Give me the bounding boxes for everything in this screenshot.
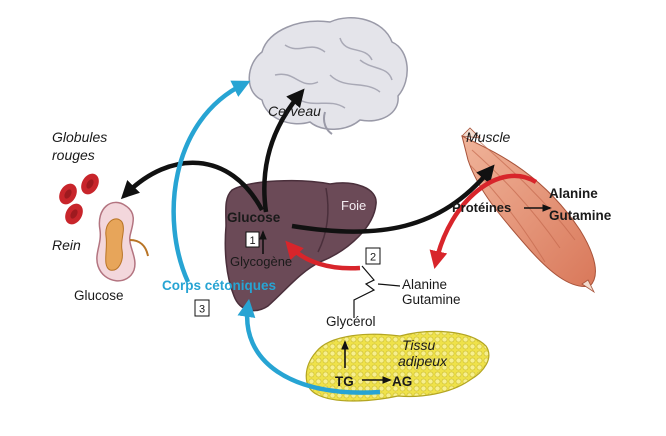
black-arrows	[120, 88, 495, 234]
svg-text:1: 1	[249, 235, 255, 247]
label-rein: Rein	[52, 237, 81, 253]
label-glycerol: Glycérol	[326, 314, 376, 329]
arrow-liver-to-red-cells	[120, 160, 264, 212]
label-tg: TG	[335, 374, 354, 389]
label-glycogene: Glycogène	[230, 254, 292, 269]
label-rouges: rouges	[52, 147, 95, 163]
label-corps-cetoniques: Corps cétoniques	[162, 278, 276, 293]
arrow-ketones-to-brain	[171, 80, 251, 283]
kidney-icon	[96, 201, 149, 282]
label-alanine-right: Alanine	[549, 186, 598, 201]
label-glucose-kidney: Glucose	[74, 288, 124, 303]
glycerol-bracket	[353, 265, 401, 318]
arrow-liver-to-muscle	[291, 164, 495, 234]
label-adipeux: adipeux	[398, 353, 448, 369]
adipose-tissue-icon	[305, 330, 490, 402]
svg-text:3: 3	[199, 304, 205, 316]
label-gutamine-right: Gutamine	[549, 208, 612, 223]
arrow-muscle-to-amino-acids	[429, 173, 538, 270]
svg-text:2: 2	[370, 252, 376, 264]
label-alanine-mid: Alanine	[402, 277, 447, 292]
label-glucose-liver: Glucose	[227, 210, 281, 225]
muscle-icon	[461, 127, 596, 294]
label-gutamine-mid: Gutamine	[402, 292, 461, 307]
step-3-box: 3	[194, 299, 210, 317]
label-tissu: Tissu	[402, 337, 436, 353]
arrow-adipose-to-liver	[237, 298, 381, 395]
label-foie: Foie	[341, 198, 366, 213]
label-proteines: Protéines	[452, 200, 511, 215]
red-blood-cells-icon	[59, 173, 99, 225]
red-arrows	[285, 173, 538, 271]
blue-arrows	[171, 80, 381, 395]
step-1-box: 1	[245, 231, 260, 248]
arrow-amino-acids-to-liver	[285, 240, 361, 271]
label-ag: AG	[392, 374, 412, 389]
step-2-box: 2	[365, 247, 381, 265]
label-cerveau: Cerveau	[268, 103, 321, 119]
arrow-liver-to-brain	[262, 88, 305, 213]
label-muscle: Muscle	[466, 129, 511, 145]
label-globules: Globules	[52, 129, 107, 145]
